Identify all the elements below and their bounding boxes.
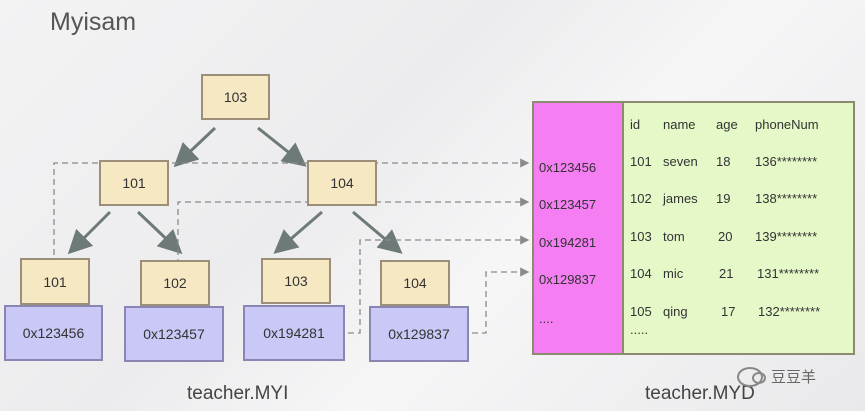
index-file-caption: teacher.MYI [187, 383, 289, 404]
wechat-icon [737, 366, 766, 387]
data-address-2: 0x123457 [539, 197, 597, 212]
table-cell: 102 [630, 191, 652, 206]
leaf-key-103: 103 [261, 258, 331, 304]
edge-104-leaf104 [352, 210, 403, 254]
table-cell: 105 [630, 304, 652, 319]
leaf-address-4: 0x129837 [369, 306, 469, 362]
table-cell: 17 [721, 304, 736, 319]
table-cell: 138******** [755, 191, 818, 206]
diagram-title: Myisam [50, 8, 137, 36]
col-header-age: age [716, 117, 738, 132]
edge-104-leaf103 [273, 210, 323, 254]
leaf-address-3: 0x194281 [243, 305, 345, 361]
table-cell: tom [663, 229, 685, 244]
table-cell: 19 [716, 191, 731, 206]
table-cell: 103 [630, 229, 652, 244]
table-cell: 139******** [755, 229, 818, 244]
watermark-text: 豆豆羊 [771, 369, 817, 386]
address-column [532, 101, 624, 355]
table-cell: 21 [719, 266, 734, 281]
leaf-key-104: 104 [380, 260, 450, 306]
internal-node-101: 101 [99, 160, 169, 206]
leaf-address-1: 0x123456 [4, 305, 103, 361]
pointer-0x129837 [472, 267, 530, 334]
data-address-more: .... [539, 311, 554, 326]
leaf-key-102: 102 [140, 260, 210, 306]
table-cell: seven [663, 154, 698, 169]
table-cell: 104 [630, 266, 652, 281]
table-cell: 18 [716, 154, 731, 169]
leaf-key-101: 101 [20, 258, 90, 305]
record-table [624, 101, 855, 355]
data-address-3: 0x194281 [539, 235, 597, 250]
data-file-caption: teacher.MYD [645, 383, 755, 404]
table-cell: james [663, 191, 698, 206]
table-cell: 136******** [755, 154, 818, 169]
table-cell: qing [663, 304, 688, 319]
table-cell: 20 [718, 229, 733, 244]
data-address-4: 0x129837 [539, 272, 597, 287]
table-cell: 101 [630, 154, 652, 169]
col-header-id: id [630, 117, 641, 132]
edge-root-101 [173, 126, 217, 168]
edge-101-leaf102 [136, 210, 183, 255]
pointer-0x194281 [348, 235, 530, 334]
root-node: 103 [201, 74, 270, 120]
edge-root-104 [257, 126, 307, 167]
col-header-name: name [663, 117, 696, 132]
table-cell: mic [663, 266, 684, 281]
internal-node-104: 104 [307, 160, 377, 206]
edge-101-leaf101 [67, 210, 112, 255]
data-address-1: 0x123456 [539, 160, 597, 175]
table-cell: 131******** [757, 266, 820, 281]
table-cell: 132******** [758, 304, 821, 319]
pointer-0x123456 [53, 158, 530, 305]
watermark: 豆豆羊 [737, 366, 816, 387]
leaf-address-2: 0x123457 [124, 306, 224, 362]
pointer-0x123457 [177, 197, 530, 305]
more-rows: ..... [630, 322, 649, 337]
col-header-phonenum: phoneNum [755, 117, 819, 132]
